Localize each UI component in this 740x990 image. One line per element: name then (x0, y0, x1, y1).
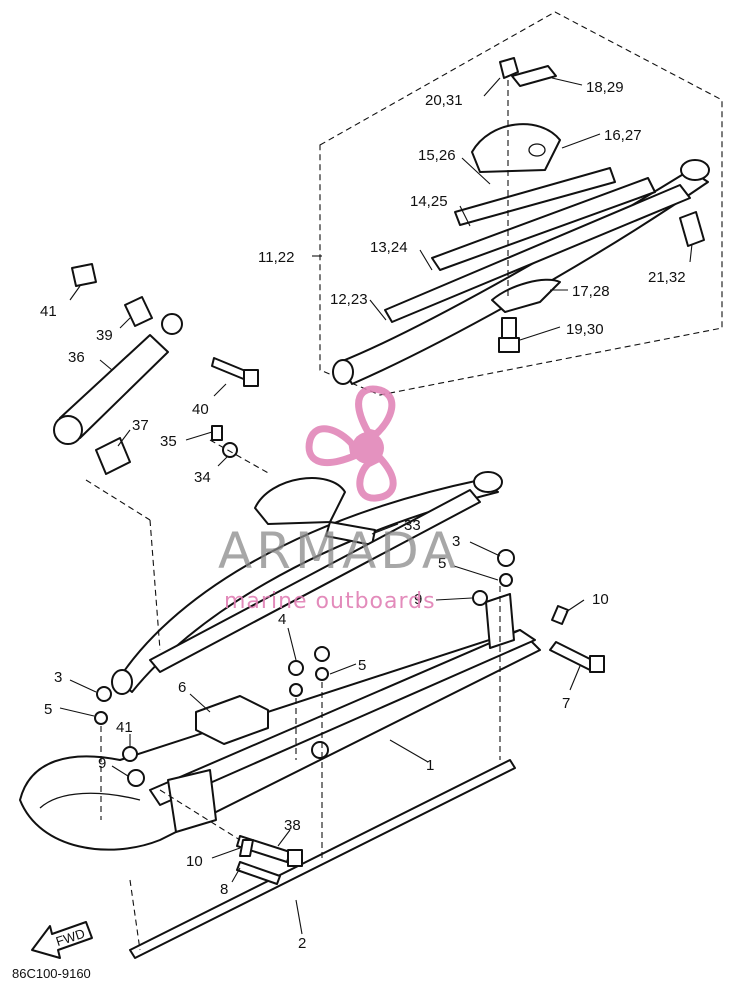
callout-5-left: 5 (44, 701, 52, 718)
callout-14-25: 14,25 (410, 193, 448, 210)
callout-10-left: 10 (186, 853, 203, 870)
callout-8: 8 (220, 881, 228, 898)
callout-3-left: 3 (54, 669, 62, 686)
callout-7: 7 (562, 695, 570, 712)
callout-3-right: 3 (452, 533, 460, 550)
callout-12-23: 12,23 (330, 291, 368, 308)
propeller-logo-icon (305, 385, 397, 502)
small-hardware-upper (211, 357, 259, 458)
callout-labels: 20,31 18,29 16,27 15,26 14,25 13,24 11,2… (40, 79, 686, 952)
callout-19-30: 19,30 (566, 321, 604, 338)
callout-4: 4 (278, 611, 286, 628)
callout-9-left: 9 (98, 755, 106, 772)
leaf-spring-stack (332, 57, 710, 385)
callout-41-lower: 41 (116, 719, 133, 736)
callout-11-22: 11,22 (258, 249, 294, 266)
callout-36: 36 (68, 349, 85, 366)
callout-15-26: 15,26 (418, 147, 456, 164)
callout-16-27: 16,27 (604, 127, 642, 144)
callout-18-29: 18,29 (586, 79, 624, 96)
callout-21-32: 21,32 (648, 269, 686, 286)
callout-10-right: 10 (592, 591, 609, 608)
ski-frame (19, 471, 541, 959)
callout-34: 34 (194, 469, 211, 486)
shock-absorber (53, 263, 183, 475)
callout-39: 39 (96, 327, 113, 344)
callout-5-right: 5 (438, 555, 446, 572)
watermark: ARMADA marine outboards (218, 385, 460, 614)
diagram-code: 86C100-9160 (12, 966, 91, 981)
assembly-lines (85, 439, 501, 951)
callout-17-28: 17,28 (572, 283, 610, 300)
callout-2: 2 (298, 935, 306, 952)
callout-38: 38 (284, 817, 301, 834)
leader-lines (59, 77, 693, 935)
watermark-tagline: marine outboards (224, 589, 436, 614)
forward-arrow: FWD (31, 921, 93, 959)
callout-13-24: 13,24 (370, 239, 408, 256)
small-hardware-lower (94, 549, 605, 885)
callout-33: 33 (404, 517, 421, 534)
callout-37: 37 (132, 417, 149, 434)
watermark-brand: ARMADA (218, 522, 460, 580)
callout-20-31: 20,31 (425, 92, 463, 109)
callout-5-middle: 5 (358, 657, 366, 674)
leaf-spring-inset-frame (319, 11, 723, 396)
callout-35: 35 (160, 433, 177, 450)
callout-6: 6 (178, 679, 186, 696)
callout-1: 1 (426, 757, 434, 774)
callout-40: 40 (192, 401, 209, 418)
callout-9-right: 9 (414, 591, 422, 608)
callout-41-upper: 41 (40, 303, 57, 320)
